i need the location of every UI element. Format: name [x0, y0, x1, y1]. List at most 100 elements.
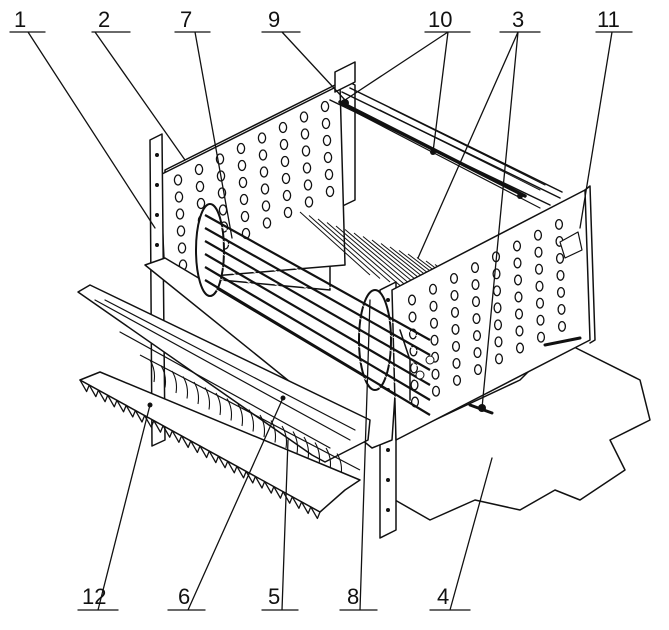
perforation-hole: [470, 262, 480, 274]
perforation-hole: [429, 300, 438, 312]
perforation-hole: [177, 242, 187, 254]
rod-basket: [195, 203, 435, 419]
perforation-hole: [452, 374, 462, 386]
basket-rod-highlight: [204, 256, 431, 389]
mesh-wire: [281, 425, 288, 449]
perforation-hole: [302, 162, 312, 174]
perforation-hole: [431, 368, 440, 380]
perforation-hole: [472, 313, 481, 325]
mesh-rail: [139, 354, 361, 471]
perforation-hole: [407, 294, 417, 306]
perforation-hole: [535, 280, 544, 292]
callout-5: 5: [268, 584, 280, 609]
perforation-hole: [429, 317, 439, 329]
perforation-hole: [473, 364, 483, 376]
perforation-hole: [325, 185, 335, 198]
mesh-wire: [303, 436, 310, 460]
mesh-wire: [248, 409, 255, 432]
perforation-hole: [493, 302, 502, 314]
basket-rod: [204, 266, 431, 401]
perforation-hole: [176, 225, 186, 237]
perforation-hole: [408, 311, 417, 323]
floor-slat: [299, 211, 371, 276]
callout-7: 7: [180, 7, 192, 32]
perforation-hole: [300, 128, 310, 140]
mesh-wire: [160, 365, 167, 388]
mesh-wire: [292, 431, 299, 454]
callout-1: 1: [14, 7, 26, 32]
perforation-hole: [556, 269, 565, 281]
mesh-wire: [259, 414, 266, 438]
perforation-hole: [173, 174, 183, 186]
mesh-wire: [237, 403, 244, 427]
perforation-hole: [258, 149, 268, 161]
perforation-hole: [451, 323, 460, 335]
perforation-hole: [513, 257, 522, 269]
callout-12: 12: [82, 584, 106, 609]
perforation-hole: [452, 357, 461, 369]
perforation-hole: [471, 279, 480, 291]
callout-2: 2: [98, 7, 110, 32]
perforation-hole: [554, 218, 564, 230]
callout-4: 4: [437, 584, 449, 609]
perforation-hole: [473, 347, 482, 359]
callout-8: 8: [347, 584, 359, 609]
perforation-hole: [324, 168, 334, 181]
perforation-hole: [428, 283, 438, 295]
perforation-hole: [533, 229, 543, 241]
callout-leaders: [9, 31, 633, 611]
perforation-hole: [535, 297, 545, 309]
perforation-hole: [534, 246, 543, 258]
perforation-hole: [514, 308, 524, 320]
perforation-hole: [492, 285, 502, 297]
floor-slat: [317, 218, 391, 283]
basket-rod: [204, 253, 431, 386]
perforation-hole: [323, 151, 333, 164]
callout-6: 6: [178, 584, 190, 609]
perforation-hole: [493, 319, 503, 331]
perforation-hole: [303, 179, 313, 191]
perforation-hole: [534, 263, 544, 275]
perforation-hole: [321, 117, 331, 130]
perforation-hole: [262, 217, 272, 229]
feed-trough: [77, 284, 371, 463]
perforation-hole: [557, 303, 566, 315]
callout-10: 10: [428, 7, 452, 32]
perforation-hole: [536, 314, 545, 326]
perforation-hole: [304, 196, 314, 208]
perforation-hole: [557, 320, 567, 332]
perforation-hole: [218, 204, 228, 216]
perforation-hole: [409, 362, 419, 374]
perforation-hole: [175, 208, 185, 220]
perforation-hole: [514, 291, 523, 303]
floor-slat: [335, 225, 411, 290]
callout-3: 3: [512, 7, 524, 32]
floor-slat: [308, 215, 381, 279]
basket-rod: [204, 240, 431, 371]
left-side-wall: [159, 84, 346, 281]
perforation-hole: [513, 274, 523, 286]
callout-9: 9: [268, 7, 280, 32]
basket-rod-highlight: [204, 217, 431, 344]
perforation-hole: [536, 331, 546, 343]
perforation-hole: [174, 191, 184, 203]
perforation-hole: [280, 155, 290, 168]
perforation-hole: [320, 100, 330, 113]
basket-rod: [204, 279, 431, 416]
floor-slat: [326, 222, 401, 286]
perforation-hole: [195, 180, 205, 193]
perforation-hole: [301, 145, 311, 157]
perforation-hole: [322, 134, 332, 147]
perforation-hole: [556, 286, 566, 298]
perforation-hole: [555, 252, 565, 264]
perforation-hole: [239, 193, 249, 206]
perforation-hole: [196, 197, 206, 210]
perforation-hole: [238, 176, 248, 189]
perforation-hole: [240, 210, 250, 223]
perforation-hole: [494, 353, 504, 365]
perforation-hole: [260, 183, 270, 195]
perforation-hole: [472, 330, 482, 342]
callout-labels: 1 2 7 9 10 3 11 12 6 5 8 4: [14, 7, 620, 609]
right-wall-perforations: [407, 218, 567, 408]
